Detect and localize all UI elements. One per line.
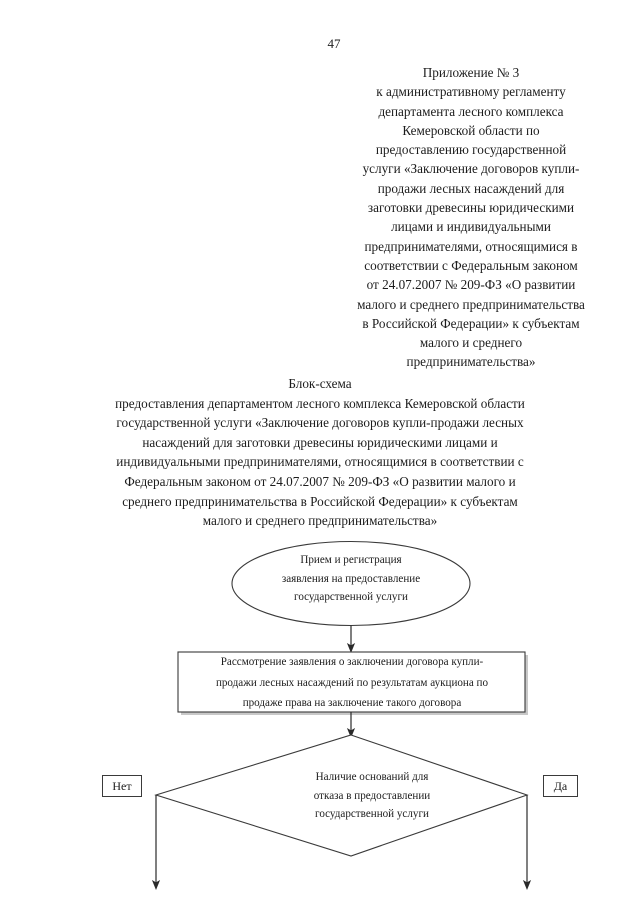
appendix-header-line: к административному регламенту: [376, 84, 566, 100]
scheme-title-line: государственной услуги «Заключение догов…: [116, 415, 524, 431]
appendix-header-line: продажи лесных насаждений для: [377, 180, 565, 196]
scheme-title: Блок-схема предоставления департаментом …: [28, 374, 612, 531]
scheme-title-line: индивидуальными предпринимателями, относ…: [116, 454, 524, 470]
review-rect-line: продаже права на заключение такого догов…: [242, 697, 462, 709]
appendix-header-line: департамента лесного комплекса: [378, 103, 564, 119]
appendix-header-line: малого и среднего предпринимательства: [357, 296, 585, 312]
appendix-header-line: лицами и индивидуальными: [391, 219, 551, 235]
review-rect-label: Рассмотрение заявления о заключении дого…: [182, 652, 522, 714]
scheme-title-line: предоставления департаментом лесного ком…: [115, 395, 525, 411]
appendix-header-line: соответствии с Федеральным законом: [364, 257, 578, 273]
decision-diamond-line: Наличие оснований для: [315, 771, 429, 783]
start-ellipse-line: Прием и регистрация: [300, 554, 402, 566]
branch-label-no: Нет: [102, 775, 142, 797]
appendix-header-line: предоставлению государственной: [375, 142, 567, 158]
page-number: 47: [327, 36, 341, 51]
scheme-title-line: Блок-схема: [288, 376, 352, 391]
start-ellipse-label: Прием и регистрация заявления на предост…: [236, 551, 466, 607]
appendix-header-line: предпринимательства»: [406, 354, 536, 370]
start-ellipse-line: заявления на предоставление: [281, 572, 421, 585]
scheme-title-line: малого и среднего предпринимательства»: [202, 513, 438, 529]
scheme-title-line: среднего предпринимательства в Российско…: [122, 493, 518, 509]
review-rect-line: продажи лесных насаждений по результатам…: [215, 676, 489, 689]
appendix-header-line: в Российской Федерации» к субъектам: [362, 315, 580, 331]
review-rect-line: Рассмотрение заявления о заключении дого…: [220, 656, 484, 668]
scheme-title-line: насаждений для заготовки древесины юриди…: [142, 434, 498, 450]
scheme-title-line: Федеральным законом от 24.07.2007 № 209-…: [124, 473, 516, 489]
appendix-header: Приложение № 3 к административному регла…: [330, 63, 612, 372]
appendix-header-line: Кемеровской области по: [402, 122, 540, 138]
appendix-header-line: заготовки древесины юридическими: [367, 200, 575, 216]
start-ellipse-line: государственной услуги: [294, 591, 408, 604]
decision-diamond-line: государственной услуги: [315, 808, 429, 821]
branch-label-yes: Да: [543, 775, 578, 797]
decision-diamond-label: Наличие оснований для отказа в предостав…: [262, 768, 482, 824]
appendix-header-line: Приложение № 3: [422, 65, 520, 80]
decision-diamond-line: отказа в предоставлении: [313, 789, 431, 802]
review-rect-shape: [177, 651, 526, 713]
decision-diamond-shape: [154, 734, 529, 857]
appendix-header-line: малого и среднего: [419, 335, 523, 351]
appendix-header-line: от 24.07.2007 № 209-ФЗ «О развитии: [366, 277, 576, 293]
appendix-header-line: услуги «Заключение договоров купли-: [362, 161, 580, 177]
appendix-header-line: предпринимателями, относящимися в: [364, 238, 578, 254]
